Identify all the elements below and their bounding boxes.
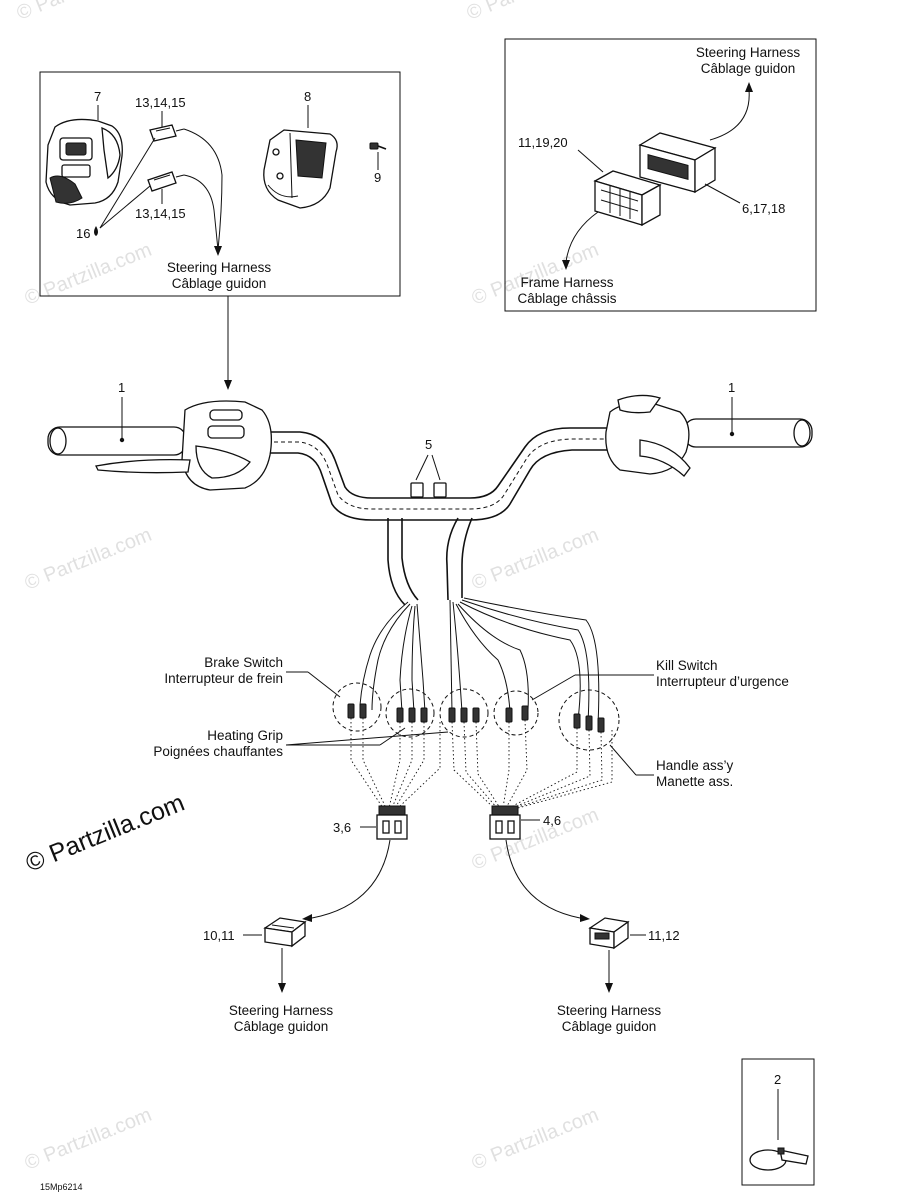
- screw-part: [369, 142, 387, 150]
- bar-clip-left: [410, 482, 424, 498]
- watermark: © Partzilla.com: [22, 524, 155, 595]
- right-target-line2: Câblage guidon: [562, 1019, 657, 1034]
- watermark: © Partzilla.com: [464, 0, 597, 25]
- connector-right: [489, 805, 521, 840]
- brake-switch-label-fr: Interrupteur de frein: [164, 671, 283, 686]
- connector-top-part: [149, 124, 185, 142]
- cable-tie-box: 2: [741, 1058, 815, 1186]
- callout-13-bottom: 13,14,15: [135, 206, 186, 221]
- connector-plug-part: [593, 170, 662, 227]
- grip-left: [47, 426, 187, 456]
- inset-right-bottom-line1: Frame Harness: [520, 275, 613, 290]
- grip-right: [683, 418, 813, 448]
- heating-grip-label: Heating Grip: [207, 728, 283, 743]
- callout-13-top: 13,14,15: [135, 95, 186, 110]
- left-target-line2: Câblage guidon: [234, 1019, 329, 1034]
- right-target-line1: Steering Harness: [557, 1003, 662, 1018]
- plug-left: [263, 917, 307, 948]
- callout-6-17-18: 6,17,18: [742, 201, 785, 216]
- switch-housing-part: [45, 118, 123, 206]
- left-target-line1: Steering Harness: [229, 1003, 334, 1018]
- heating-grip-label-fr: Poignées chauffantes: [153, 744, 283, 759]
- cable-tie-part: [749, 1147, 809, 1171]
- inset-left-frame: [39, 71, 401, 297]
- inset-right: Steering Harness Câblage guidon 6,17,18 …: [504, 38, 817, 312]
- brake-switch-label: Brake Switch: [204, 655, 283, 670]
- callout-8: 8: [304, 89, 311, 104]
- figure-code: 15Mp6214: [40, 1182, 83, 1192]
- watermark: © Partzilla.com: [469, 1104, 602, 1175]
- watermark: © Partzilla.com: [22, 1104, 155, 1175]
- plug-right: [588, 917, 630, 950]
- inset-left-target-line1: Steering Harness: [167, 260, 272, 275]
- callout-2: 2: [774, 1072, 781, 1087]
- kill-switch-group: [493, 690, 539, 736]
- kill-switch-label: Kill Switch: [656, 658, 718, 673]
- watermark-large: © Partzilla.com: [22, 788, 189, 877]
- callout-16: 16: [76, 226, 90, 241]
- cable-tie-frame: [741, 1058, 815, 1186]
- handlebar: 5 1 1: [47, 380, 813, 521]
- kill-switch-label-fr: Interrupteur d’urgence: [656, 674, 789, 689]
- callout-11-12: 11,12: [648, 928, 680, 943]
- watermark: © Partzilla.com: [469, 804, 602, 875]
- callout-7: 7: [94, 89, 101, 104]
- inset-right-top-line2: Câblage guidon: [701, 61, 796, 76]
- brake-switch-group: [332, 682, 382, 732]
- callout-1-right: 1: [728, 380, 735, 395]
- bracket-part: [263, 129, 338, 209]
- watermark: © Partzilla.com: [469, 524, 602, 595]
- heating-grip-left-group: [385, 688, 435, 738]
- inset-right-frame: [504, 38, 817, 312]
- lubricant-drop-icon: [94, 226, 98, 236]
- callout-1-left: 1: [118, 380, 125, 395]
- handle-assy-label-fr: Manette ass.: [656, 774, 733, 789]
- watermark: © Partzilla.com: [14, 0, 147, 25]
- connector-left: [376, 805, 408, 840]
- callout-10-11: 10,11: [203, 928, 235, 943]
- callout-11-19-20: 11,19,20: [518, 135, 568, 150]
- bar-clip-right: [433, 482, 447, 498]
- wire-routing: [350, 718, 613, 809]
- connector-housing-part: [638, 132, 717, 194]
- handle-assy-label: Handle ass’y: [656, 758, 734, 773]
- inset-right-bottom-line2: Câblage châssis: [517, 291, 616, 306]
- callout-4-6: 4,6: [543, 813, 561, 828]
- callout-9: 9: [374, 170, 381, 185]
- switch-groups: [332, 682, 620, 751]
- wiring-labels: Brake Switch Interrupteur de frein Heati…: [153, 655, 788, 789]
- callout-5: 5: [425, 437, 432, 452]
- watermark: © Partzilla.com: [22, 239, 155, 310]
- callout-3-6: 3,6: [333, 820, 351, 835]
- heating-grip-right-group: [439, 688, 489, 738]
- inset-right-top-line1: Steering Harness: [696, 45, 801, 60]
- connector-bottom-part: [147, 171, 185, 192]
- harness-bundles: [359, 517, 600, 725]
- handle-assy-group: [558, 689, 620, 751]
- inset-left: 7 13,14,15 13,14,15 16: [39, 71, 401, 297]
- inset-left-target-line2: Câblage guidon: [172, 276, 267, 291]
